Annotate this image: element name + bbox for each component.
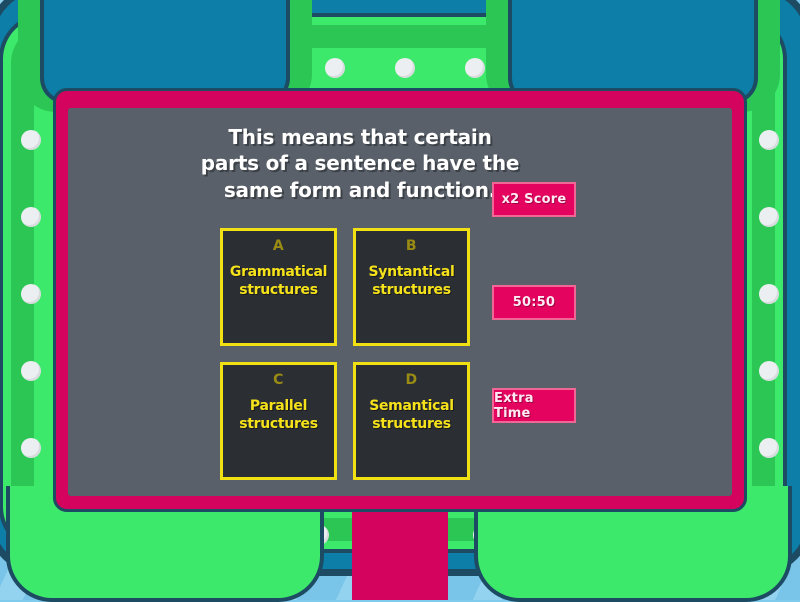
answer-letter: D xyxy=(405,372,418,388)
marquee-bulb xyxy=(759,207,779,227)
marquee-bulb xyxy=(759,361,779,381)
marquee-bulb xyxy=(21,438,41,458)
powerup-extra-time[interactable]: Extra Time xyxy=(492,388,576,423)
answer-label: Syntantical structures xyxy=(364,264,458,299)
powerup-fifty-fifty[interactable]: 50:50 xyxy=(492,285,576,320)
answer-option-c[interactable]: C Parallel structures xyxy=(220,362,337,480)
answer-label: Grammatical structures xyxy=(226,264,331,299)
answer-letter: B xyxy=(405,238,418,254)
answer-option-b[interactable]: B Syntantical structures xyxy=(353,228,470,346)
question-line-3: same form and function. xyxy=(223,177,497,202)
marquee-bulb xyxy=(395,58,415,78)
answer-label-line1: Semantical xyxy=(369,398,454,414)
powerup-x2-score[interactable]: x2 Score xyxy=(492,182,576,217)
answer-label-line1: Grammatical xyxy=(229,264,328,280)
marquee-bulb xyxy=(21,361,41,381)
marquee-bulb xyxy=(21,207,41,227)
answer-letter: A xyxy=(272,238,285,254)
answer-option-a[interactable]: A Grammatical structures xyxy=(220,228,337,346)
answer-option-d[interactable]: D Semantical structures xyxy=(353,362,470,480)
answer-label-line2: structures xyxy=(239,281,318,298)
marquee-bulb xyxy=(759,438,779,458)
answer-label-line1: Parallel xyxy=(249,398,308,414)
answer-label-line2: structures xyxy=(372,415,451,432)
answer-letter: C xyxy=(273,372,284,388)
question-line-2: parts of a sentence have the xyxy=(200,151,520,176)
answer-label: Semantical structures xyxy=(365,398,458,433)
answer-label-line2: structures xyxy=(372,281,451,298)
marquee-bulb xyxy=(325,58,345,78)
answer-options-grid: A Grammatical structures B Syntantical s… xyxy=(220,228,470,480)
answer-label-line2: structures xyxy=(239,415,318,432)
marquee-bulb xyxy=(465,58,485,78)
answer-label-line1: Syntantical xyxy=(368,264,455,280)
question-text: This means that certain parts of a sente… xyxy=(150,124,570,203)
marquee-bulb xyxy=(21,130,41,150)
marquee-bulb xyxy=(759,284,779,304)
marquee-bulb xyxy=(759,130,779,150)
answer-label: Parallel structures xyxy=(235,398,322,433)
marquee-bulb xyxy=(21,284,41,304)
question-line-1: This means that certain xyxy=(228,125,492,149)
